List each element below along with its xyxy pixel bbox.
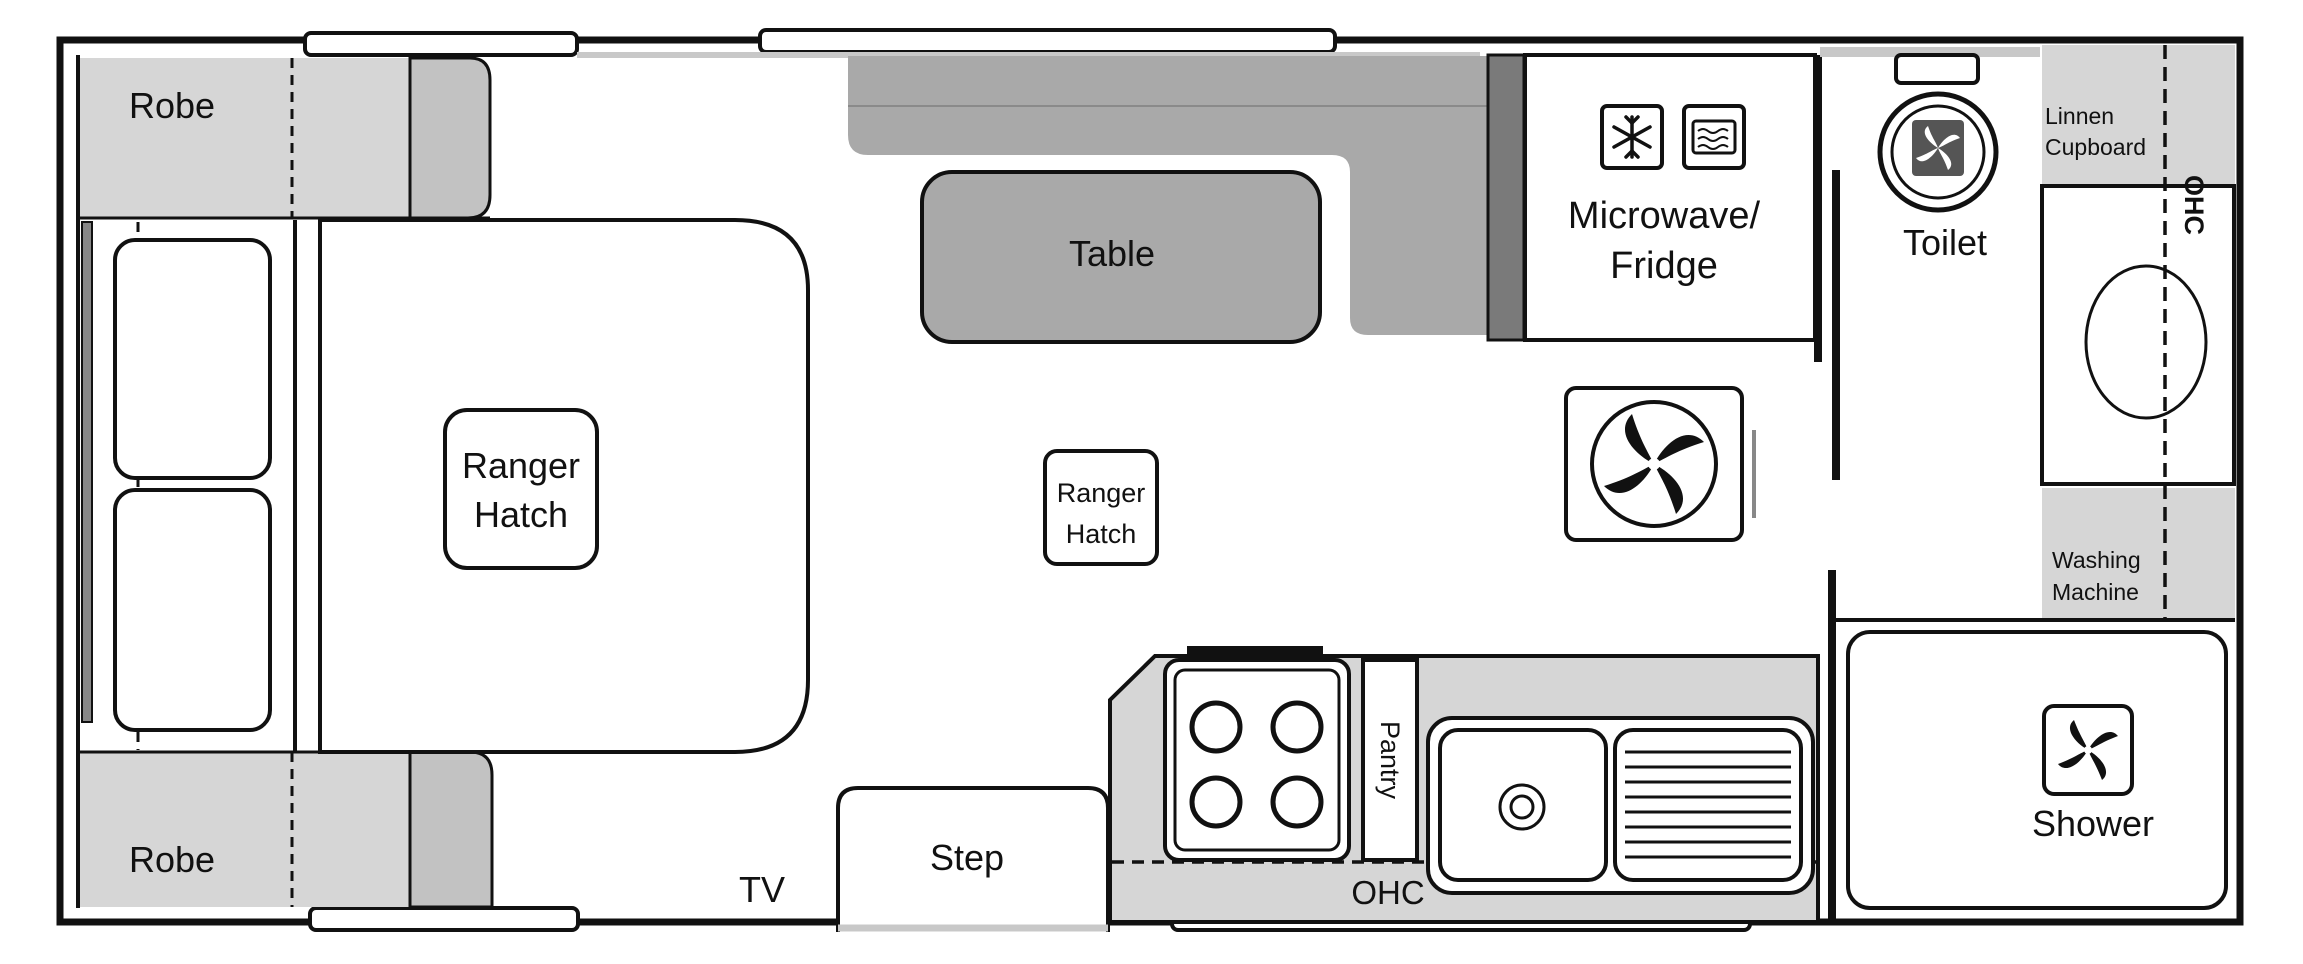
bed-hatch-label-1: Ranger [462,445,580,486]
linnen-cupboard [2042,45,2235,185]
snowflake-icon [1600,104,1664,170]
step-label: Step [930,837,1004,878]
table-label: Table [1069,233,1155,274]
microwave-label-2: Fridge [1610,245,1718,287]
washing-label-1: Washing [2052,547,2141,573]
microwave-fridge-unit [1523,53,1817,342]
bed-ranger-hatch [443,408,599,570]
tv-label: TV [739,869,785,910]
window-top-left [303,31,579,57]
shower-label: Shower [2032,803,2154,844]
dinette-seat [848,56,1488,335]
bedside-cabinet-top [113,238,272,480]
fan-icon [1564,386,1756,542]
pantry-label: Pantry [1375,721,1405,800]
pantry [1361,658,1419,862]
floor-hatch-label-1: Ranger [1057,478,1146,508]
shower-fan-icon [2042,704,2134,796]
bedside-cabinet-bottom [113,488,272,732]
robe-bottom-label: Robe [129,839,215,880]
linnen-label-1: Linnen [2045,103,2114,129]
basin [2084,264,2208,420]
washing-machine [2042,488,2235,618]
toilet-fan-icon [1916,126,1960,170]
floor-ranger-hatch [1043,449,1159,566]
toilet [1820,47,2040,213]
ohc-right-label: OHC [2179,175,2209,235]
robe-bottom [80,750,494,909]
dinette-backrest [1486,53,1526,342]
shower [1846,630,2228,910]
robe-top [80,56,492,220]
window-bottom-left [308,906,580,932]
microwave-label-1: Microwave/ [1568,195,1761,237]
floor-hatch-label-2: Hatch [1066,519,1137,549]
cooktop-icon [1163,646,1351,862]
microwave-icon [1682,104,1746,170]
entry-step [836,786,1110,932]
bed-hatch-label-2: Hatch [474,494,568,535]
robe-top-label: Robe [129,85,215,126]
toilet-label: Toilet [1903,222,1987,263]
table [920,170,1322,344]
window-top-center [758,28,1337,54]
washing-label-2: Machine [2052,579,2139,605]
linnen-label-2: Cupboard [2045,134,2146,160]
ohc-kitchen-label: OHC [1351,874,1424,911]
sink-icon [1426,716,1815,895]
